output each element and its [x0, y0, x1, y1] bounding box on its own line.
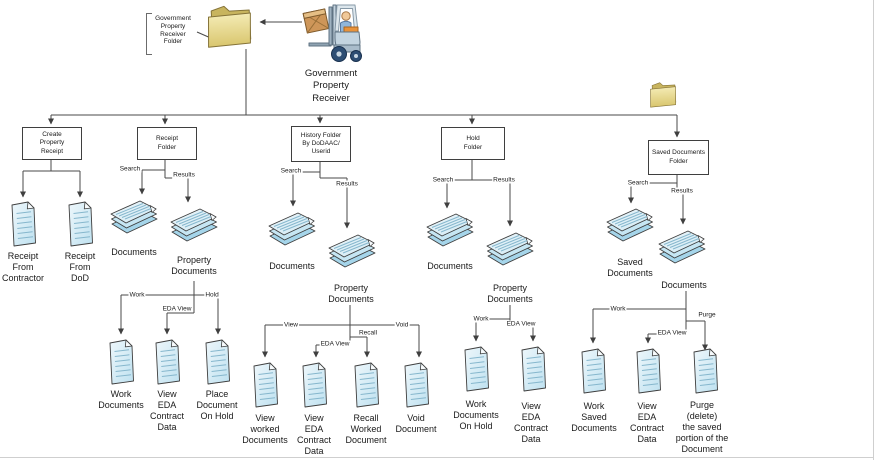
label-property-documents: Property Documents — [328, 283, 374, 304]
document-icon — [460, 344, 492, 394]
document-stack-icon — [267, 209, 317, 255]
edge-label-search: Search — [118, 165, 142, 173]
edge-label-results: Results — [335, 180, 359, 188]
edge-label-search: Search — [626, 179, 650, 187]
edge-label-void: Void — [394, 321, 410, 329]
document-stack-icon — [605, 205, 655, 251]
document-stack-icon — [485, 229, 535, 275]
edge-label-search: Search — [431, 176, 455, 184]
label-work-documents-on-hold: Work Documents On Hold — [453, 399, 499, 431]
label-place-document-on-hold: Place Document On Hold — [196, 389, 238, 421]
edge-label-hold: Hold — [204, 291, 220, 299]
label-property-documents: Property Documents — [171, 255, 217, 276]
document-icon — [689, 346, 721, 396]
label-view-eda-contract-data: View EDA Contract Data — [296, 413, 332, 456]
label-view-worked-documents: View worked Documents — [242, 413, 288, 445]
forklift-icon — [302, 4, 362, 62]
edge-label-eda-view: EDA View — [656, 329, 688, 337]
folder-annotation: Government Property Receiver Folder — [155, 15, 191, 46]
edge-label-purge: Purge — [697, 311, 717, 319]
label-documents: Documents — [111, 247, 157, 257]
edge-label-eda-view: EDA View — [161, 305, 193, 313]
government-property-receiver-folder-icon — [206, 2, 256, 50]
document-icon — [105, 337, 137, 387]
document-icon — [632, 346, 664, 396]
receiver-title: Government Property Receiver — [304, 68, 358, 104]
document-stack-icon — [109, 197, 159, 243]
box-saved-documents-folder: Saved Documents Folder — [648, 140, 709, 175]
edge-label-work: Work — [128, 291, 146, 299]
label-recall-worked-document: Recall Worked Document — [345, 413, 387, 445]
document-stack-icon — [327, 231, 377, 277]
box-history-folder: History Folder By DoDAAC/ Userid — [291, 126, 351, 162]
edge-label-work: Work — [472, 315, 490, 323]
label-view-eda-contract-data: View EDA Contract Data — [513, 401, 549, 444]
label-receipt-from-dod: Receipt From DoD — [64, 251, 96, 283]
document-icon — [7, 199, 39, 249]
document-icon — [577, 346, 609, 396]
edge-label-results: Results — [670, 187, 694, 195]
label-view-eda-contract-data: View EDA Contract Data — [629, 401, 665, 444]
edge-label-recall: Recall — [357, 329, 379, 337]
document-stack-icon — [657, 227, 707, 273]
box-create-property-receipt: Create Property Receipt — [22, 127, 82, 160]
document-icon — [298, 360, 330, 410]
document-icon — [64, 199, 96, 249]
document-icon — [400, 360, 432, 410]
document-icon — [517, 344, 549, 394]
saved-documents-folder-icon — [649, 80, 679, 109]
edge-label-results: Results — [492, 176, 516, 184]
label-documents: Documents — [661, 280, 707, 290]
document-icon — [350, 360, 382, 410]
box-receipt-folder: Receipt Folder — [137, 127, 197, 160]
label-work-saved-documents: Work Saved Documents — [571, 401, 617, 433]
document-icon — [201, 337, 233, 387]
edge-label-view: View — [283, 321, 299, 329]
document-stack-icon — [169, 205, 219, 251]
document-stack-icon — [425, 210, 475, 256]
box-hold-folder: Hold Folder — [441, 127, 505, 160]
annotation-bracket — [146, 13, 153, 55]
label-receipt-from-contractor: Receipt From Contractor — [1, 251, 45, 283]
edge-label-results: Results — [172, 171, 196, 179]
document-icon — [151, 337, 183, 387]
edge-label-eda-view: EDA View — [505, 320, 537, 328]
label-work-documents: Work Documents — [98, 389, 144, 410]
label-documents: Documents — [269, 261, 315, 271]
label-view-eda-contract-data: View EDA Contract Data — [149, 389, 185, 432]
label-void-document: Void Document — [395, 413, 437, 434]
document-icon — [249, 360, 281, 410]
label-purge-delete-saved: Purge (delete) the saved portion of the … — [675, 400, 729, 454]
label-saved-documents: Saved Documents — [607, 257, 653, 278]
page-edge-right — [873, 0, 874, 460]
edge-label-search: Search — [279, 167, 303, 175]
page-edge-bottom — [0, 457, 874, 458]
edge-label-work: Work — [609, 305, 627, 313]
edge-label-eda-view: EDA View — [319, 340, 351, 348]
label-documents: Documents — [427, 261, 473, 271]
label-property-documents: Property Documents — [487, 283, 533, 304]
